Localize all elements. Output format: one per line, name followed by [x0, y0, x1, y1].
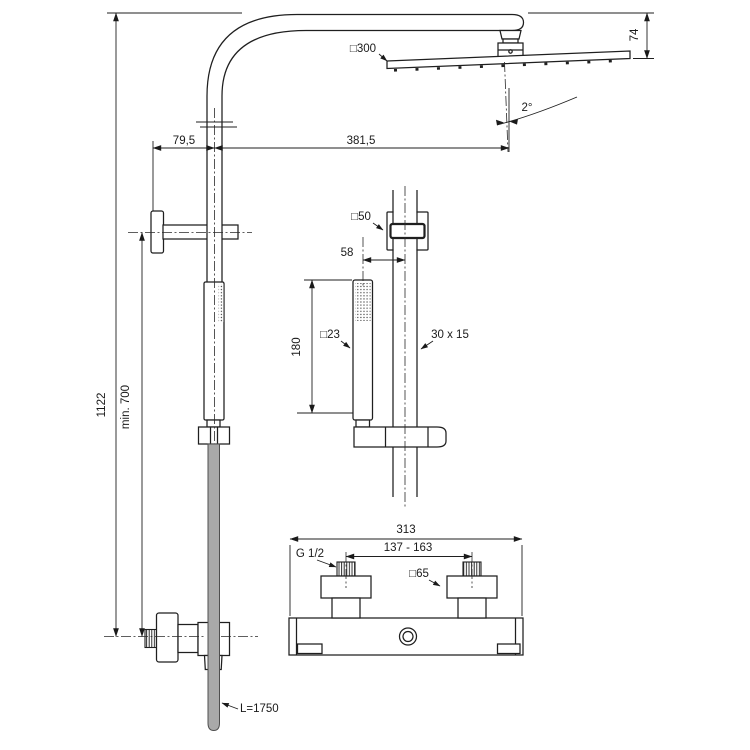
mixer-neck-side — [177, 623, 199, 654]
label-handspray-size: □23 — [320, 329, 340, 341]
label-thread-size: G 1/2 — [296, 548, 324, 560]
dim-handspray-length: 180 — [291, 337, 303, 356]
mixer-foot-left — [296, 643, 323, 655]
leader-thread-size — [316, 559, 337, 568]
handspray-sprayface — [355, 283, 371, 321]
mixer-neck-right — [457, 597, 487, 619]
leader-rail-profile — [420, 340, 434, 350]
mixer-inlet-thread-side — [144, 628, 158, 649]
wall-bracket-arm — [162, 224, 239, 240]
angle-arc — [496, 96, 578, 126]
handspray-holder-front — [353, 426, 447, 448]
mixer-front-view — [288, 561, 524, 656]
leader-handspray-size — [340, 340, 351, 349]
wall-bracket-flange — [150, 210, 165, 254]
leader-head-size — [378, 53, 388, 62]
dim-reach: 381,5 — [347, 135, 376, 147]
dim-axis-offset: 58 — [341, 247, 354, 259]
overhead-shower-plate — [386, 50, 631, 70]
mixer-outlet-port — [402, 630, 414, 643]
dim-wall-offset: 79,5 — [173, 135, 195, 147]
leader-hose-length — [221, 702, 239, 710]
riser-pipe-and-arm — [206, 13, 525, 282]
label-hose-length: L=1750 — [240, 703, 279, 715]
leader-handle-size — [428, 579, 441, 587]
mixer-neck-left — [331, 597, 361, 619]
mixer-outlet-ring — [398, 627, 418, 646]
angle-arrow-right — [510, 119, 518, 125]
shower-hose — [207, 443, 220, 732]
angle-arrow-left — [496, 119, 504, 126]
handspray-end — [355, 419, 371, 428]
handspray-detail-view — [352, 190, 447, 497]
mixer-foot-right — [496, 643, 521, 655]
dim-head-thickness: 74 — [629, 28, 641, 41]
leader-bracket-size — [372, 222, 384, 231]
label-head-size: □300 — [350, 43, 376, 55]
dim-total-height: 1122 — [96, 393, 108, 418]
head-joint-upper — [499, 29, 522, 40]
dimension-annotations: 1122 min. 700 79,5 381,5 □300 74 2° □50 … — [96, 12, 654, 715]
head-joint-screw — [508, 49, 513, 54]
head-tilt-centerline — [504, 61, 509, 153]
handspray-knurl — [218, 284, 224, 322]
label-rail-profile: 30 x 15 — [431, 329, 469, 341]
handspray-holder-side — [197, 426, 231, 445]
label-handle-size: □65 — [409, 568, 429, 580]
label-bracket-size: □50 — [351, 211, 371, 223]
mixer-body — [288, 617, 524, 656]
rail-clamp — [389, 222, 426, 240]
dim-mixer-width: 313 — [396, 524, 415, 536]
handspray-end-cap — [206, 419, 221, 428]
dim-min-height: min. 700 — [120, 385, 132, 429]
dim-inlet-spacing: 137 - 163 — [384, 542, 433, 554]
centerlines — [104, 61, 509, 637]
shower-column-side-view — [144, 13, 631, 732]
label-head-angle: 2° — [522, 102, 533, 114]
mixer-handle-side — [155, 612, 179, 663]
